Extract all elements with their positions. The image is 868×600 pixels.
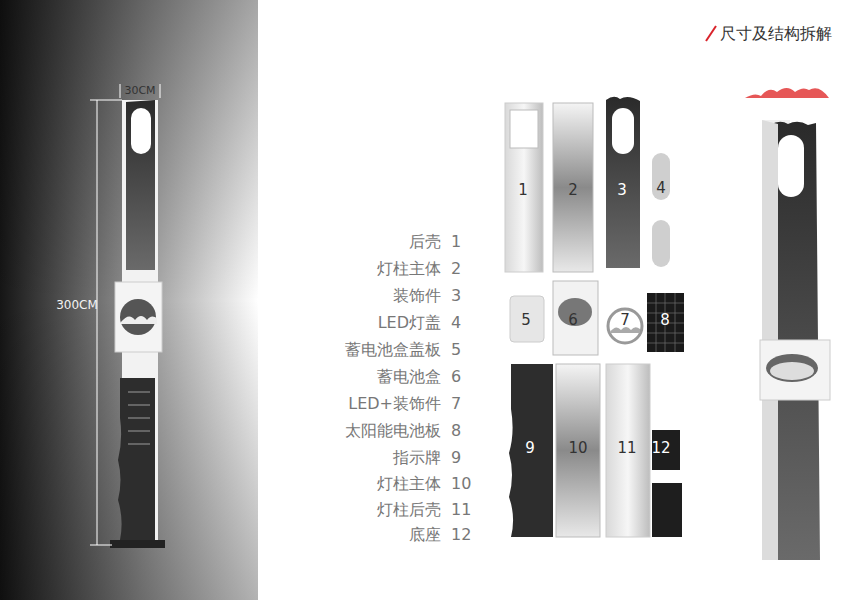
page-title: 尺寸及结构拆解	[720, 24, 832, 43]
part-name: 灯柱后壳	[377, 500, 441, 519]
part-name: LED+装饰件	[348, 394, 441, 413]
part-number: 7	[451, 394, 461, 413]
part-number: 5	[451, 340, 461, 359]
callout-number: 10	[568, 439, 587, 457]
part-number: 8	[451, 421, 461, 440]
callout-number: 4	[656, 179, 666, 197]
callout-number: 1	[518, 181, 528, 199]
callout-number: 6	[568, 311, 578, 329]
part-name: 底座	[409, 525, 441, 544]
part-number: 3	[451, 286, 461, 305]
part-name: 太阳能电池板	[345, 421, 441, 440]
part-name: 装饰件	[393, 286, 441, 305]
part-number: 9	[451, 448, 461, 467]
dimension-label: 300CM	[56, 298, 98, 312]
part-number: 11	[451, 500, 471, 519]
dimension-label: 30CM	[124, 84, 155, 97]
part-name: 指示牌	[393, 448, 441, 467]
callout-number: 7	[620, 311, 630, 329]
part-number: 12	[451, 525, 471, 544]
part-number: 2	[451, 259, 461, 278]
part-number: 4	[451, 313, 461, 332]
part-name: 蓄电池盒	[377, 367, 441, 386]
part-name: 后壳	[409, 232, 441, 251]
part-name: 灯柱主体	[377, 474, 441, 493]
part-number: 6	[451, 367, 461, 386]
callout-number: 12	[651, 439, 670, 457]
part-name: 灯柱主体	[377, 259, 441, 278]
callout-number: 5	[521, 311, 531, 329]
callout-number: 8	[660, 311, 670, 329]
callout-number: 2	[568, 181, 578, 199]
callout-number: 11	[617, 439, 636, 457]
part-name: 蓄电池盒盖板	[345, 340, 441, 359]
callout-number: 3	[617, 181, 627, 199]
part-number: 1	[451, 232, 461, 251]
part-number: 10	[451, 474, 471, 493]
part-name: LED灯盖	[378, 313, 441, 332]
callout-number: 9	[525, 439, 535, 457]
